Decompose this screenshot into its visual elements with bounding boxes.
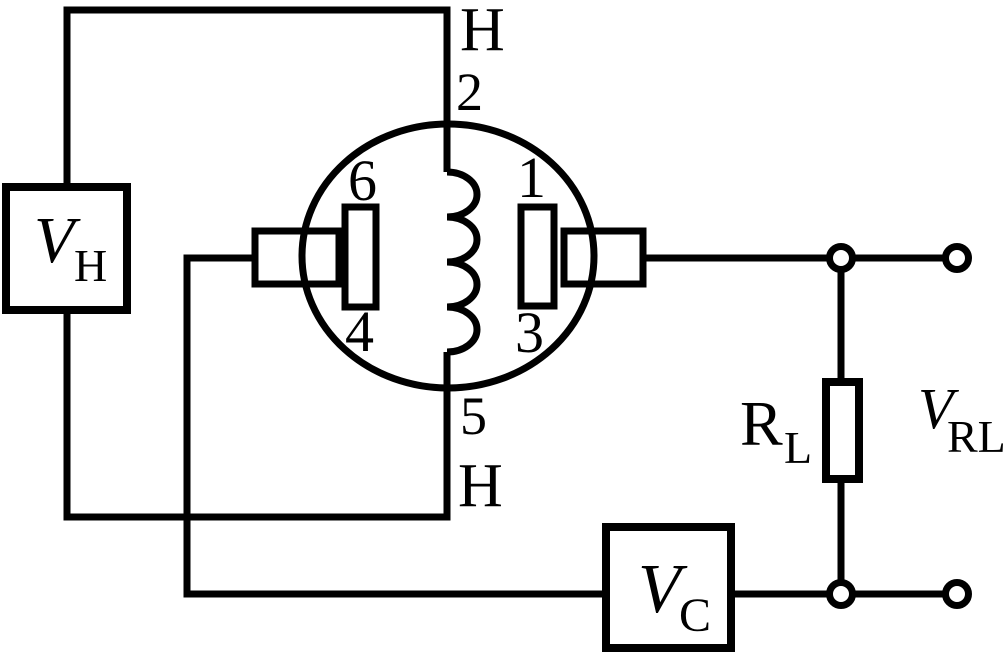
left-electrode: [341, 203, 380, 311]
output-voltage-label: V RL: [918, 376, 1006, 462]
heater-source-box: [2, 183, 131, 314]
right-electrode: [517, 203, 558, 310]
terminal-top-right: [942, 243, 972, 273]
pin-label-4: 4: [345, 299, 374, 364]
heater-source-label: V H: [34, 204, 107, 291]
load-resistor-symbol: [822, 378, 863, 483]
heater-bottom-wire: [63, 313, 451, 521]
right-connector-box: [560, 227, 647, 288]
pin-label-h-top: H: [460, 0, 505, 64]
terminal-top-left: [826, 243, 856, 273]
control-source-label: V C: [638, 551, 711, 642]
terminal-bottom-left: [826, 579, 856, 609]
heater-top-wire: [63, 6, 451, 183]
pin-label-5: 5: [460, 386, 487, 446]
control-source-box: [602, 523, 735, 652]
left-connector-box: [251, 227, 343, 288]
terminal-bottom-right: [942, 579, 972, 609]
pin-label-h-bottom: H: [458, 452, 503, 520]
coil-symbol: [446, 168, 481, 356]
pin-label-3: 3: [515, 300, 544, 365]
control-input-wire: [183, 254, 602, 598]
pin-label-2: 2: [456, 62, 483, 122]
load-resistor-label: R L: [740, 388, 812, 473]
pin-label-1: 1: [517, 145, 546, 210]
pin-label-6: 6: [348, 148, 377, 213]
